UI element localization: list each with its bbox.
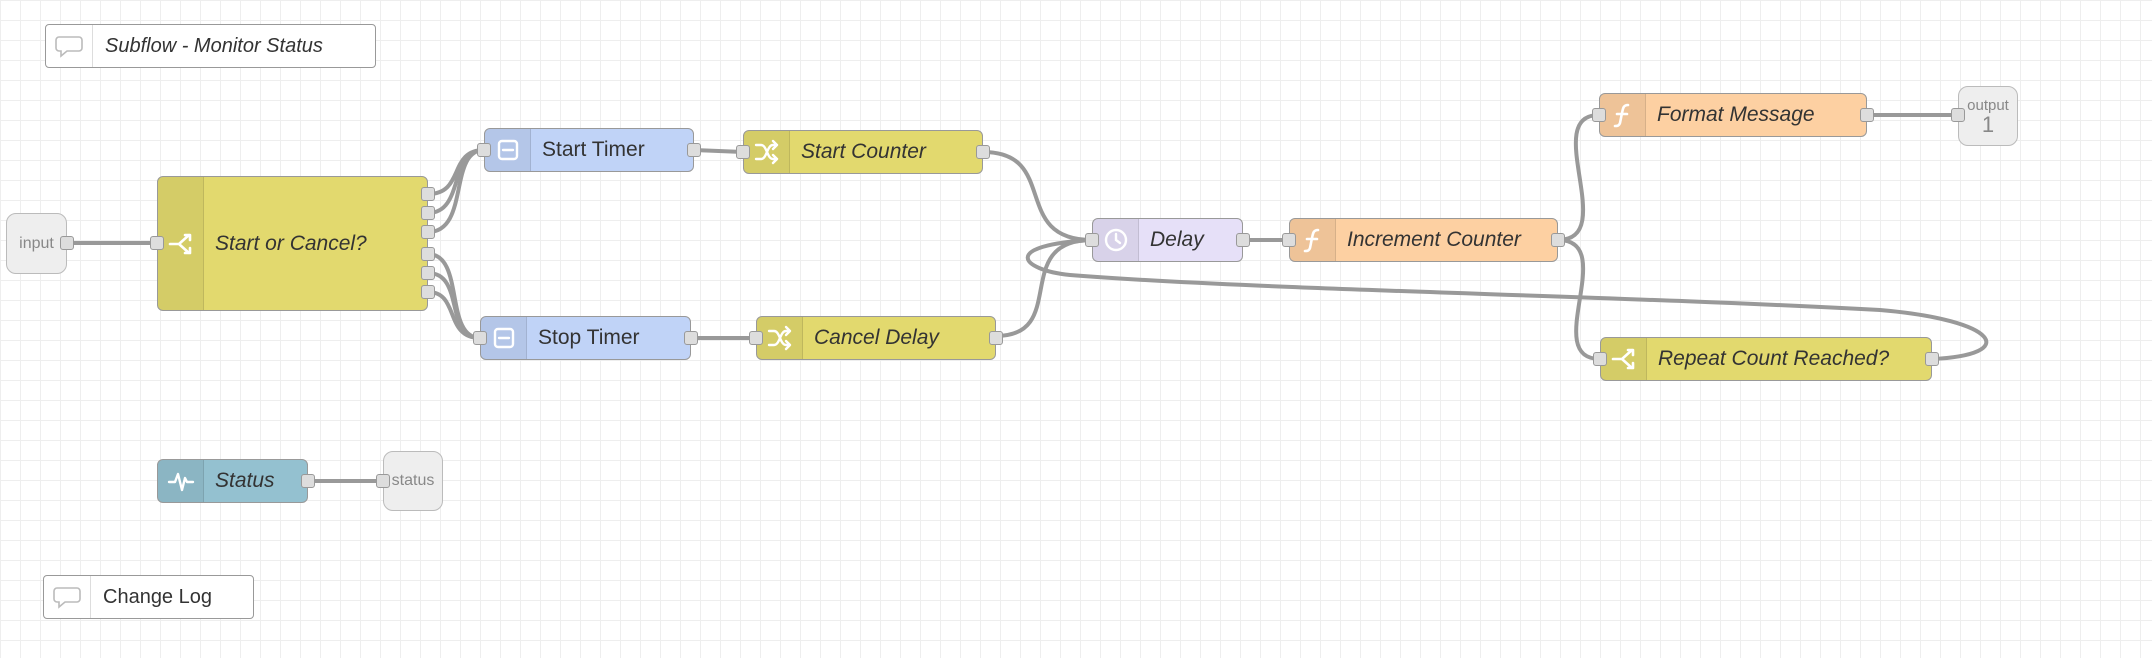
shuffle-icon [757,317,803,359]
wire [426,252,482,340]
pulse-icon [158,460,204,502]
output-port[interactable] [684,331,698,345]
output-port[interactable] [301,474,315,488]
speech-bubble-icon [44,576,91,618]
output-port[interactable] [421,187,435,201]
wire [426,148,486,234]
input-port[interactable] [749,331,763,345]
input-port[interactable] [376,474,390,488]
output-port[interactable] [989,331,1003,345]
status-node[interactable]: Status [157,459,308,503]
node-label: Status [215,469,275,492]
input-port[interactable] [1085,233,1099,247]
function-node-format-message[interactable]: Format Message [1599,93,1867,137]
timer-node-stop[interactable]: Stop Timer [480,316,691,360]
output-port[interactable] [687,143,701,157]
change-node-cancel-delay[interactable]: Cancel Delay [756,316,996,360]
comment-label: Change Log [103,585,212,608]
output-port[interactable] [421,225,435,239]
comment-label: Subflow - Monitor Status [105,34,323,57]
function-icon [1600,94,1646,136]
switch-icon [158,177,204,310]
wire [994,238,1094,338]
input-port[interactable] [477,143,491,157]
node-label: Repeat Count Reached? [1658,347,1890,370]
output-port[interactable] [1925,352,1939,366]
input-label: input [19,234,54,252]
switch-node-start-or-cancel[interactable]: Start or Cancel? [157,176,428,311]
minus-box-icon [481,317,527,359]
clock-icon [1093,219,1139,261]
input-port[interactable] [473,331,487,345]
node-label: Stop Timer [538,326,640,349]
comment-node-subflow[interactable]: Subflow - Monitor Status [45,24,376,68]
status-label: status [391,472,435,489]
subflow-status-output[interactable]: status [383,451,443,511]
function-node-increment-counter[interactable]: Increment Counter [1289,218,1558,262]
comment-node-changelog[interactable]: Change Log [43,575,254,619]
node-label: Increment Counter [1347,228,1521,251]
node-label: Format Message [1657,103,1815,126]
output-port[interactable] [421,266,435,280]
output-label: output [1967,96,2009,114]
wire [1556,113,1601,242]
wire [1556,238,1602,361]
output-port[interactable] [1860,108,1874,122]
wire [692,148,745,154]
function-icon [1290,219,1336,261]
minus-box-icon [485,129,531,171]
output-port[interactable] [421,247,435,261]
subflow-output[interactable]: output 1 [1958,86,2018,146]
input-port[interactable] [1593,352,1607,366]
node-label: Start or Cancel? [215,231,367,255]
wire [1025,238,1989,361]
wire [426,271,482,340]
wire [981,150,1094,242]
input-port[interactable] [1951,108,1965,122]
wire [426,290,482,340]
timer-node-start[interactable]: Start Timer [484,128,694,172]
output-port[interactable] [60,236,74,250]
output-port[interactable] [1551,233,1565,247]
switch-node-repeat-count[interactable]: Repeat Count Reached? [1600,337,1932,381]
delay-node[interactable]: Delay [1092,218,1243,262]
node-label: Start Counter [801,140,926,163]
output-number: 1 [1981,111,1995,137]
input-port[interactable] [736,145,750,159]
change-node-start-counter[interactable]: Start Counter [743,130,983,174]
subflow-input[interactable]: input [6,213,67,274]
switch-icon [1601,338,1647,380]
shuffle-icon [744,131,790,173]
node-label: Delay [1150,228,1204,251]
output-port[interactable] [1236,233,1250,247]
input-port[interactable] [1592,108,1606,122]
input-port[interactable] [150,236,164,250]
input-port[interactable] [1282,233,1296,247]
node-label: Cancel Delay [814,326,939,349]
node-label: Start Timer [542,138,645,161]
output-port[interactable] [976,145,990,159]
speech-bubble-icon [46,25,93,67]
output-port[interactable] [421,285,435,299]
output-port[interactable] [421,206,435,220]
